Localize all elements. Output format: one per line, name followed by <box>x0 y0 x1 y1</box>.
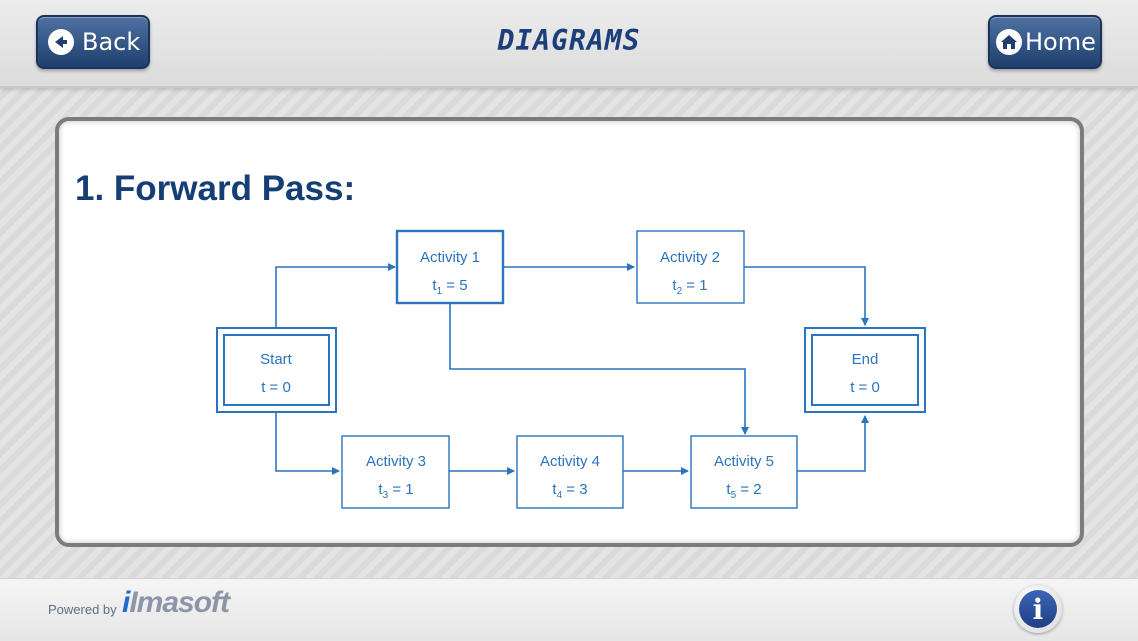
forward-pass-diagram: Start t = 0 Activity 1 t1 = 5 Activity 2… <box>216 229 926 509</box>
activity-2-label: Activity 2 <box>660 249 720 266</box>
page-title: DIAGRAMS <box>497 24 641 57</box>
section-heading: 1. Forward Pass: <box>75 169 356 208</box>
activity-1-time: t1 = 5 <box>432 277 467 297</box>
activity-4-time: t4 = 3 <box>552 481 587 501</box>
node-activity-4: Activity 4 t4 = 3 <box>516 435 624 509</box>
powered-by-text: Powered by <box>48 602 117 617</box>
header-bar <box>0 0 1138 88</box>
logo-i: i <box>122 586 130 619</box>
node-activity-1: Activity 1 t1 = 5 <box>395 229 505 305</box>
back-button-label: Back <box>82 28 141 56</box>
activity-3-label: Activity 3 <box>366 453 426 470</box>
node-activity-5: Activity 5 t5 = 2 <box>690 435 798 509</box>
activity-2-time: t2 = 1 <box>672 277 707 297</box>
logo-text: Imasoft <box>129 586 230 619</box>
edge-start-act3 <box>275 412 340 475</box>
end-value: t = 0 <box>850 379 880 396</box>
edge-act1-act5 <box>449 303 749 435</box>
home-button[interactable]: Home <box>988 15 1102 69</box>
info-button[interactable]: i <box>1014 585 1062 633</box>
home-icon <box>996 29 1022 55</box>
activity-1-label: Activity 1 <box>420 249 480 266</box>
activity-3-time: t3 = 1 <box>378 481 413 501</box>
activity-5-time: t5 = 2 <box>726 481 761 501</box>
imasoft-logo: iImasoft <box>122 586 230 620</box>
start-value: t = 0 <box>261 379 291 396</box>
edge-act5-end <box>797 415 869 472</box>
edge-start-act1 <box>275 263 396 328</box>
end-label: End <box>852 351 879 368</box>
node-activity-3: Activity 3 t3 = 1 <box>341 435 450 509</box>
content-panel: 1. Forward Pass: Start t = 0 <box>55 117 1084 547</box>
activity-4-label: Activity 4 <box>540 453 600 470</box>
back-arrow-icon <box>48 29 74 55</box>
footer-bar <box>0 578 1138 641</box>
info-icon: i <box>1019 590 1057 628</box>
node-start: Start t = 0 <box>216 327 337 413</box>
back-button[interactable]: Back <box>36 15 150 69</box>
edge-act2-end <box>744 266 869 326</box>
node-end: End t = 0 <box>804 327 926 413</box>
home-button-label: Home <box>1025 28 1096 56</box>
node-activity-2: Activity 2 t2 = 1 <box>636 230 745 304</box>
activity-5-label: Activity 5 <box>714 453 774 470</box>
start-label: Start <box>260 351 293 368</box>
